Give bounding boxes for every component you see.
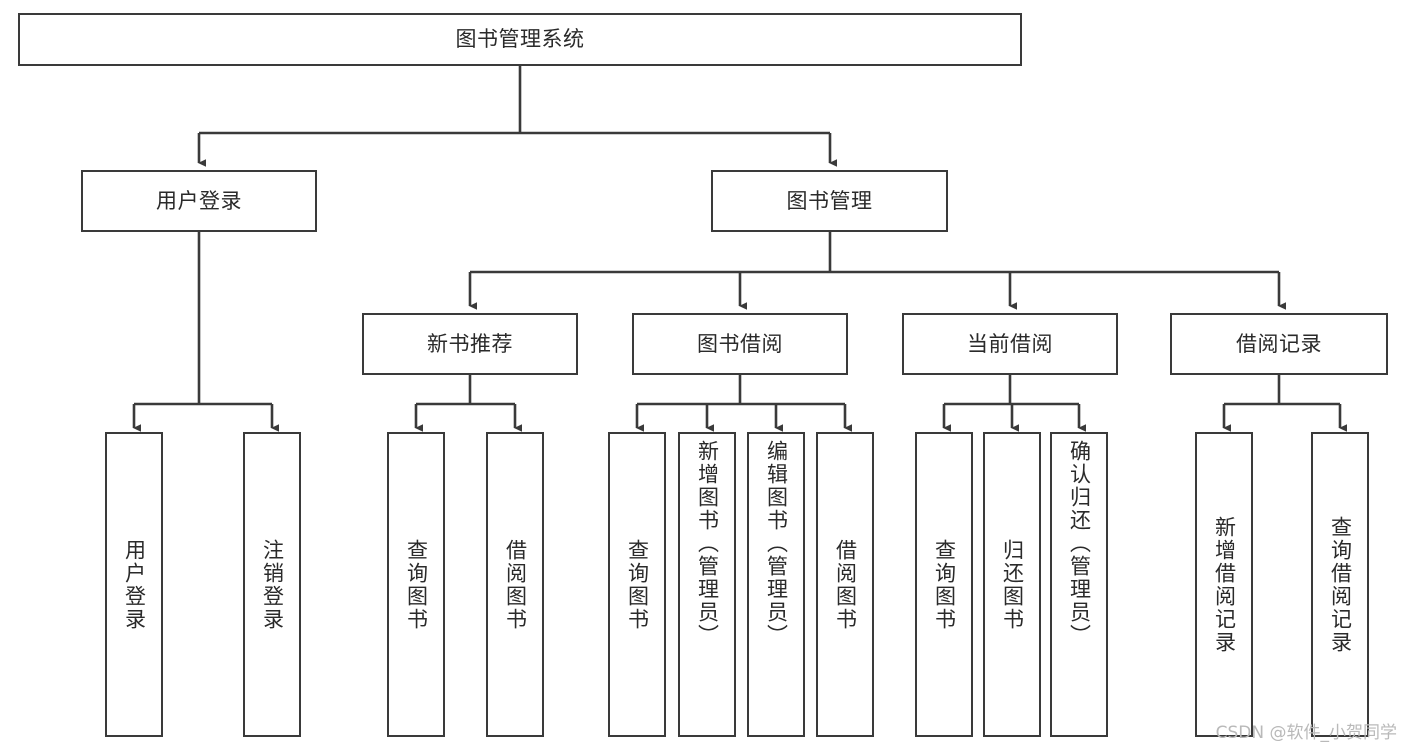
node-leaf-return-book[interactable]: 归还图书 [983,432,1041,737]
node-book-borrow[interactable]: 图书借阅 [632,313,848,375]
node-leaf-borrow-book-2[interactable]: 借阅图书 [816,432,874,737]
node-leaf-query-book-1-label: 查询图书 [404,538,429,631]
node-leaf-query-book-2-label: 查询图书 [625,538,650,631]
node-book-manage-label: 图书管理 [786,188,873,213]
node-leaf-logout[interactable]: 注销登录 [243,432,301,737]
node-current-borrow[interactable]: 当前借阅 [902,313,1118,375]
node-leaf-query-record[interactable]: 查询借阅记录 [1311,432,1369,737]
node-leaf-return-book-label: 归还图书 [1000,538,1025,631]
node-leaf-query-book-2[interactable]: 查询图书 [608,432,666,737]
node-book-borrow-label: 图书借阅 [697,331,783,356]
node-leaf-add-book[interactable]: 新增图书（管理员） [678,432,736,737]
node-leaf-borrow-book-1-label: 借阅图书 [503,538,528,631]
node-root[interactable]: 图书管理系统 [18,13,1022,66]
node-leaf-confirm-return[interactable]: 确认归还（管理员） [1050,432,1108,737]
node-borrow-record-label: 借阅记录 [1236,331,1322,356]
node-new-book-recommend-label: 新书推荐 [427,331,513,356]
node-current-borrow-label: 当前借阅 [967,331,1053,356]
node-leaf-add-record[interactable]: 新增借阅记录 [1195,432,1253,737]
node-leaf-query-book-3-label: 查询图书 [932,538,957,631]
node-leaf-add-record-label: 新增借阅记录 [1212,515,1237,654]
node-leaf-borrow-book-1[interactable]: 借阅图书 [486,432,544,737]
node-leaf-query-book-3[interactable]: 查询图书 [915,432,973,737]
node-new-book-recommend[interactable]: 新书推荐 [362,313,578,375]
node-user-login[interactable]: 用户登录 [81,170,317,232]
node-leaf-edit-book[interactable]: 编辑图书（管理员） [747,432,805,737]
node-leaf-query-book-1[interactable]: 查询图书 [387,432,445,737]
node-leaf-logout-label: 注销登录 [260,538,285,631]
node-borrow-record[interactable]: 借阅记录 [1170,313,1388,375]
node-leaf-query-record-label: 查询借阅记录 [1328,515,1353,654]
node-book-manage[interactable]: 图书管理 [711,170,948,232]
node-user-login-label: 用户登录 [156,188,242,213]
node-leaf-user-login-label: 用户登录 [122,538,147,631]
node-leaf-borrow-book-2-label: 借阅图书 [833,538,858,631]
node-leaf-add-book-label: 新增图书（管理员） [695,440,720,647]
watermark: CSDN @软件_小贺同学 [1215,723,1397,743]
node-leaf-edit-book-label: 编辑图书（管理员） [764,440,789,647]
node-leaf-user-login[interactable]: 用户登录 [105,432,163,737]
node-root-label: 图书管理系统 [455,27,585,52]
node-leaf-confirm-return-label: 确认归还（管理员） [1067,440,1092,647]
